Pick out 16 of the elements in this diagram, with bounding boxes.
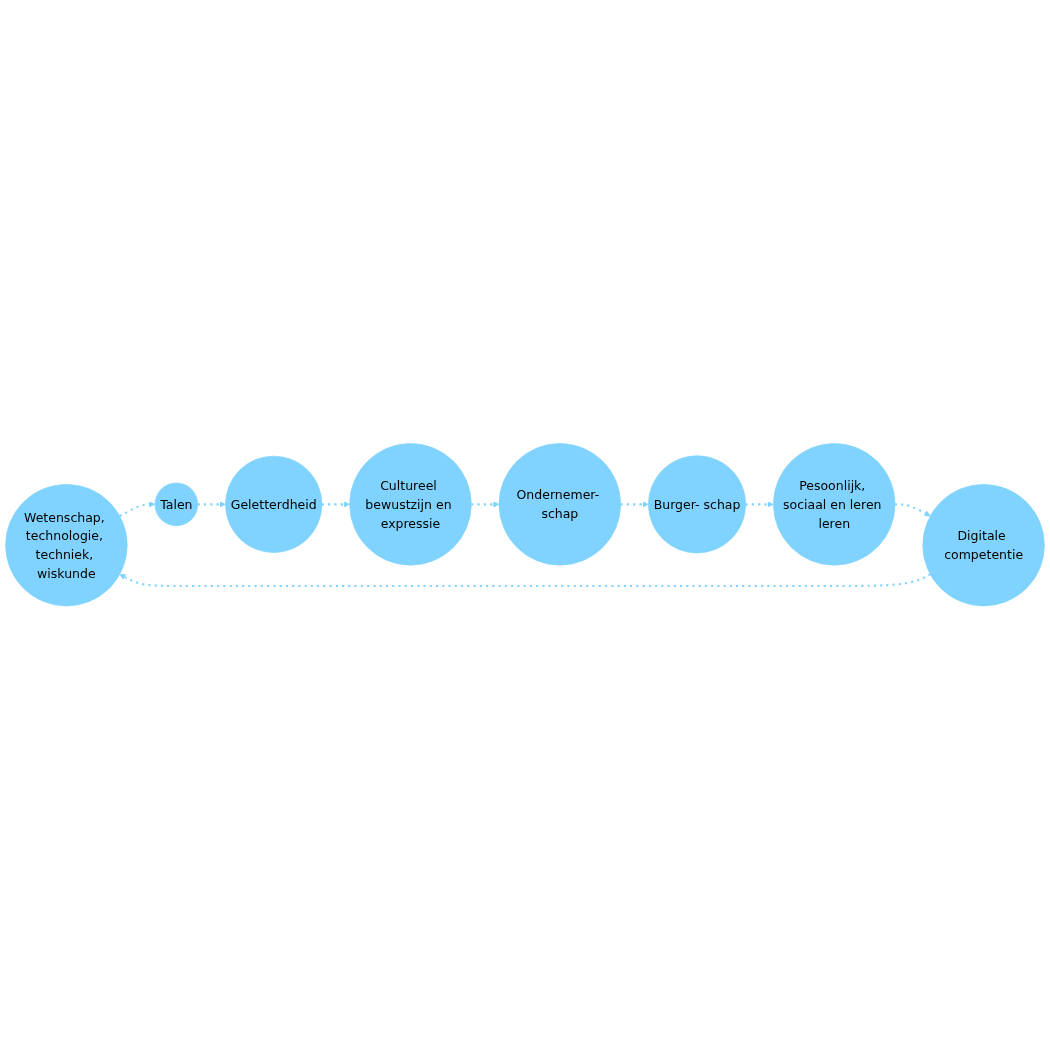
node-circle: Cultureel bewustzijn en expressie [349,442,472,566]
node-circle: Talen [154,482,199,526]
arrow [321,501,350,508]
node-circle: Ondernemer- schap [498,442,621,566]
arrow [895,503,931,517]
arrow [745,501,774,508]
node-circle: Geletterdheid [225,455,323,553]
arrow [471,501,500,508]
node-circle: Pesoonlijk, sociaal en leren leren [773,442,896,566]
node-circle: Burger- schap [648,455,746,554]
node-circle: Digitale competentie [922,483,1045,607]
arrow [119,501,156,517]
node-circle: Wetenschap, technologie, techniek, wiskunde [5,483,128,607]
arrow [620,501,649,508]
arrow [197,501,226,508]
arrow [119,573,931,587]
